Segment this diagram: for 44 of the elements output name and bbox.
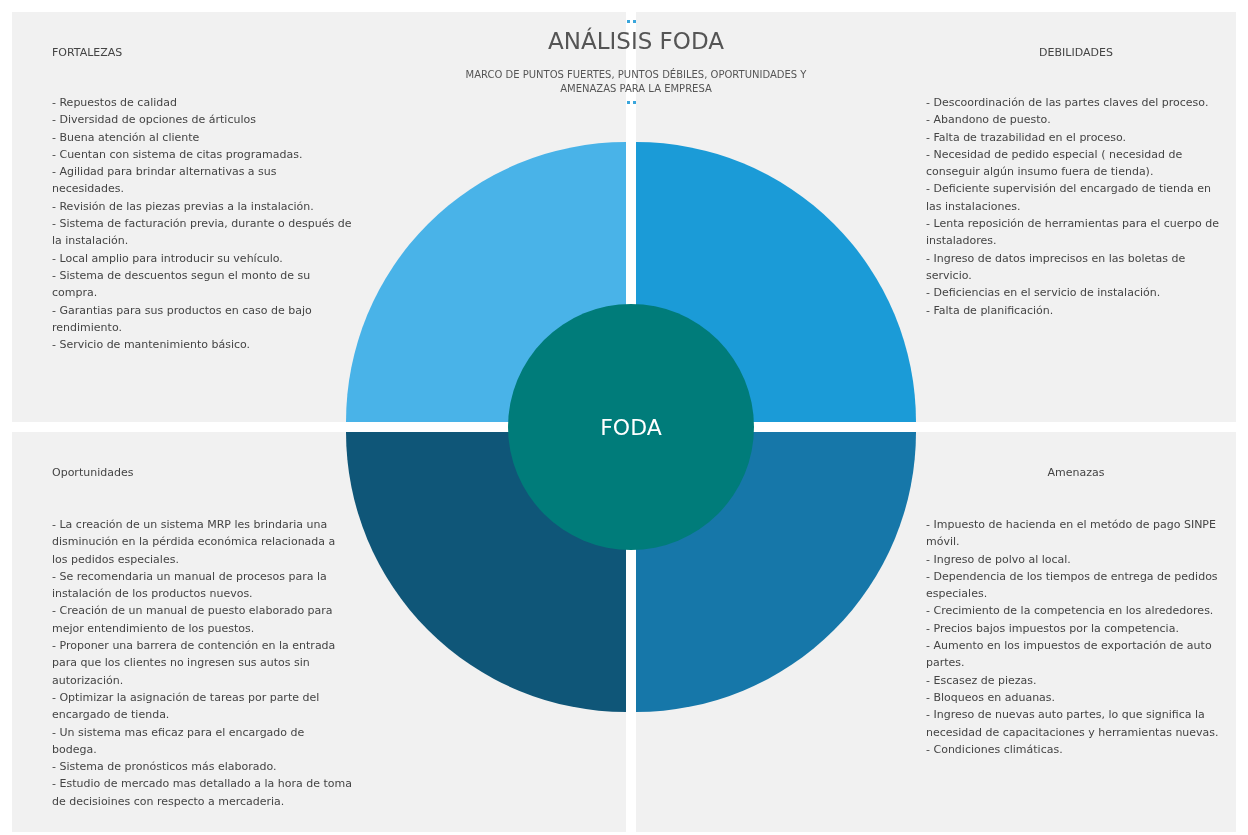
list-item: - Ingreso de datos imprecisos en las boletas de servicio. xyxy=(926,250,1187,284)
section-heading: Amenazas xyxy=(1046,466,1106,479)
diagram-title: ANÁLISIS FODA xyxy=(547,28,725,54)
list-item: - Se recomendaria un manual de procesos para la instalación de los productos nuevos. xyxy=(52,568,328,603)
list-item: - Cuentan con sistema de citas programadas. xyxy=(52,146,304,163)
list-item: - Agilidad para brindar alternativas a sus necesidades. xyxy=(52,164,278,198)
list-item: - Descoordinación de las partes claves del proceso. xyxy=(926,95,1210,111)
section-heading: DEBILIDADES xyxy=(1038,46,1114,59)
list-item: - Falta de trazabilidad en el proceso. xyxy=(926,129,1127,146)
list-item: - Sistema de descuentos segun el monto de su compra. xyxy=(52,267,312,302)
list-item: - Repuestos de calidad xyxy=(52,95,178,111)
list-item: - Deficiente supervisión del encargado de tienda en las instalaciones. xyxy=(926,181,1212,215)
list-item: - Garantias para sus productos en caso de bajo rendimiento. xyxy=(52,302,313,336)
list-item: - Abandono de puesto. xyxy=(926,112,1052,129)
list-item: - Escasez de piezas. xyxy=(926,672,1038,689)
list-item: - Impuesto de hacienda en el metódo de pago SINPE móvil. xyxy=(926,517,1217,551)
list-item: - Local amplio para introducir su vehículo. xyxy=(52,250,284,267)
list-item: - Aumento en los impuestos de exportación de auto partes. xyxy=(926,638,1213,672)
section-heading: Oportunidades xyxy=(52,466,134,479)
list-item: - Precios bajos impuestos por la competencia. xyxy=(926,620,1180,637)
list-item: - Deficiencias en el servicio de instalación. xyxy=(926,285,1162,302)
list-item: - Bloqueos en aduanas. xyxy=(926,689,1057,706)
list-item: - Dependencia de los tiempos de entrega de pedidos especiales. xyxy=(926,568,1219,603)
list-item: - Crecimiento de la competencia en los alrededores. xyxy=(926,603,1215,620)
list-item: - Un sistema mas eficaz para el encargado de bodega. xyxy=(52,724,306,758)
list-item: - Creación de un manual de puesto elaborado para mejor entendimiento de los puestos. xyxy=(52,603,334,637)
list-item: - Necesidad de pedido especial ( necesidad de conseguir algún insumo fuera de tienda). xyxy=(926,146,1184,181)
list-item: - Estudio de mercado mas detallado a la hora de toma de decisioines con respecto a mercaderia. xyxy=(52,776,352,810)
list-item: - Sistema de facturación previa, durante o después de la instalación. xyxy=(52,216,352,250)
list-item: - Optimizar la asignación de tareas por parte del encargado de tienda. xyxy=(52,689,321,724)
list-item: - La creación de un sistema MRP les brindaria una disminución en la pérdida económica relacionada a los pedidos especiales. xyxy=(52,517,337,568)
list-item: - Ingreso de polvo al local. xyxy=(926,551,1072,568)
list-item: - Sistema de pronósticos más elaborado. xyxy=(52,759,278,776)
list-item: - Condiciones climáticas. xyxy=(926,741,1064,758)
list-item: - Revisión de las piezas previas a la instalación. xyxy=(52,198,315,215)
section-heading: FORTALEZAS xyxy=(52,46,123,59)
list-item: - Buena atención al cliente xyxy=(52,129,201,146)
list-item: - Lenta reposición de herramientas para el cuerpo de instaladores. xyxy=(926,216,1220,250)
subtitle: MARCO DE PUNTOS FUERTES, PUNTOS DÉBILES, OPORTUNIDADES Y AMENAZAS PARA LA EMPRESA xyxy=(464,68,808,96)
list-item: - Ingreso de nuevas auto partes, lo que significa la necesidad de capacitaciones y herramientas nuevas. xyxy=(926,707,1220,741)
list-item: - Falta de planificación. xyxy=(926,302,1055,319)
list-item: - Proponer una barrera de contención en la entrada para que los clientes no ingresen sus autos sin autorización. xyxy=(52,638,337,689)
list-item: - Servicio de mantenimiento básico. xyxy=(52,337,252,354)
list-item: - Diversidad de opciones de árticulos xyxy=(52,112,257,129)
